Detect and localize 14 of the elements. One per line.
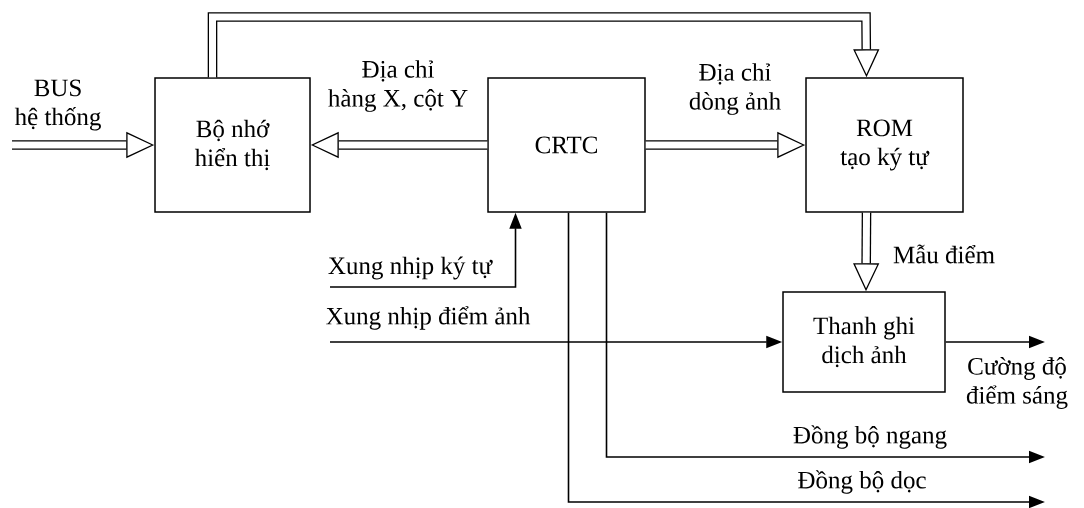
edge-label: Mẫu điểm (893, 244, 995, 264)
edge-label: Đồng bộ dọc (798, 470, 926, 494)
edge-label: Cường độ điểm sáng (966, 357, 1068, 409)
edge-label: Xung nhịp ký tự (328, 256, 493, 280)
edge-label: BUS hệ thống (14, 79, 101, 131)
block-box: CRTC (487, 77, 646, 213)
edge-label: Địa chỉ hàng X, cột Y (328, 60, 468, 112)
arrow (207, 12, 880, 78)
edge-label: Xung nhịp điểm ảnh (326, 306, 531, 330)
block-box: ROM tạo ký tự (805, 77, 964, 213)
edge-label: Đồng bộ ngang (793, 425, 947, 449)
block-box: Thanh ghi dịch ảnh (782, 291, 946, 393)
edge-label: Địa chỉ dòng ảnh (689, 63, 781, 115)
block-box: Bộ nhớ hiển thị (154, 77, 311, 213)
